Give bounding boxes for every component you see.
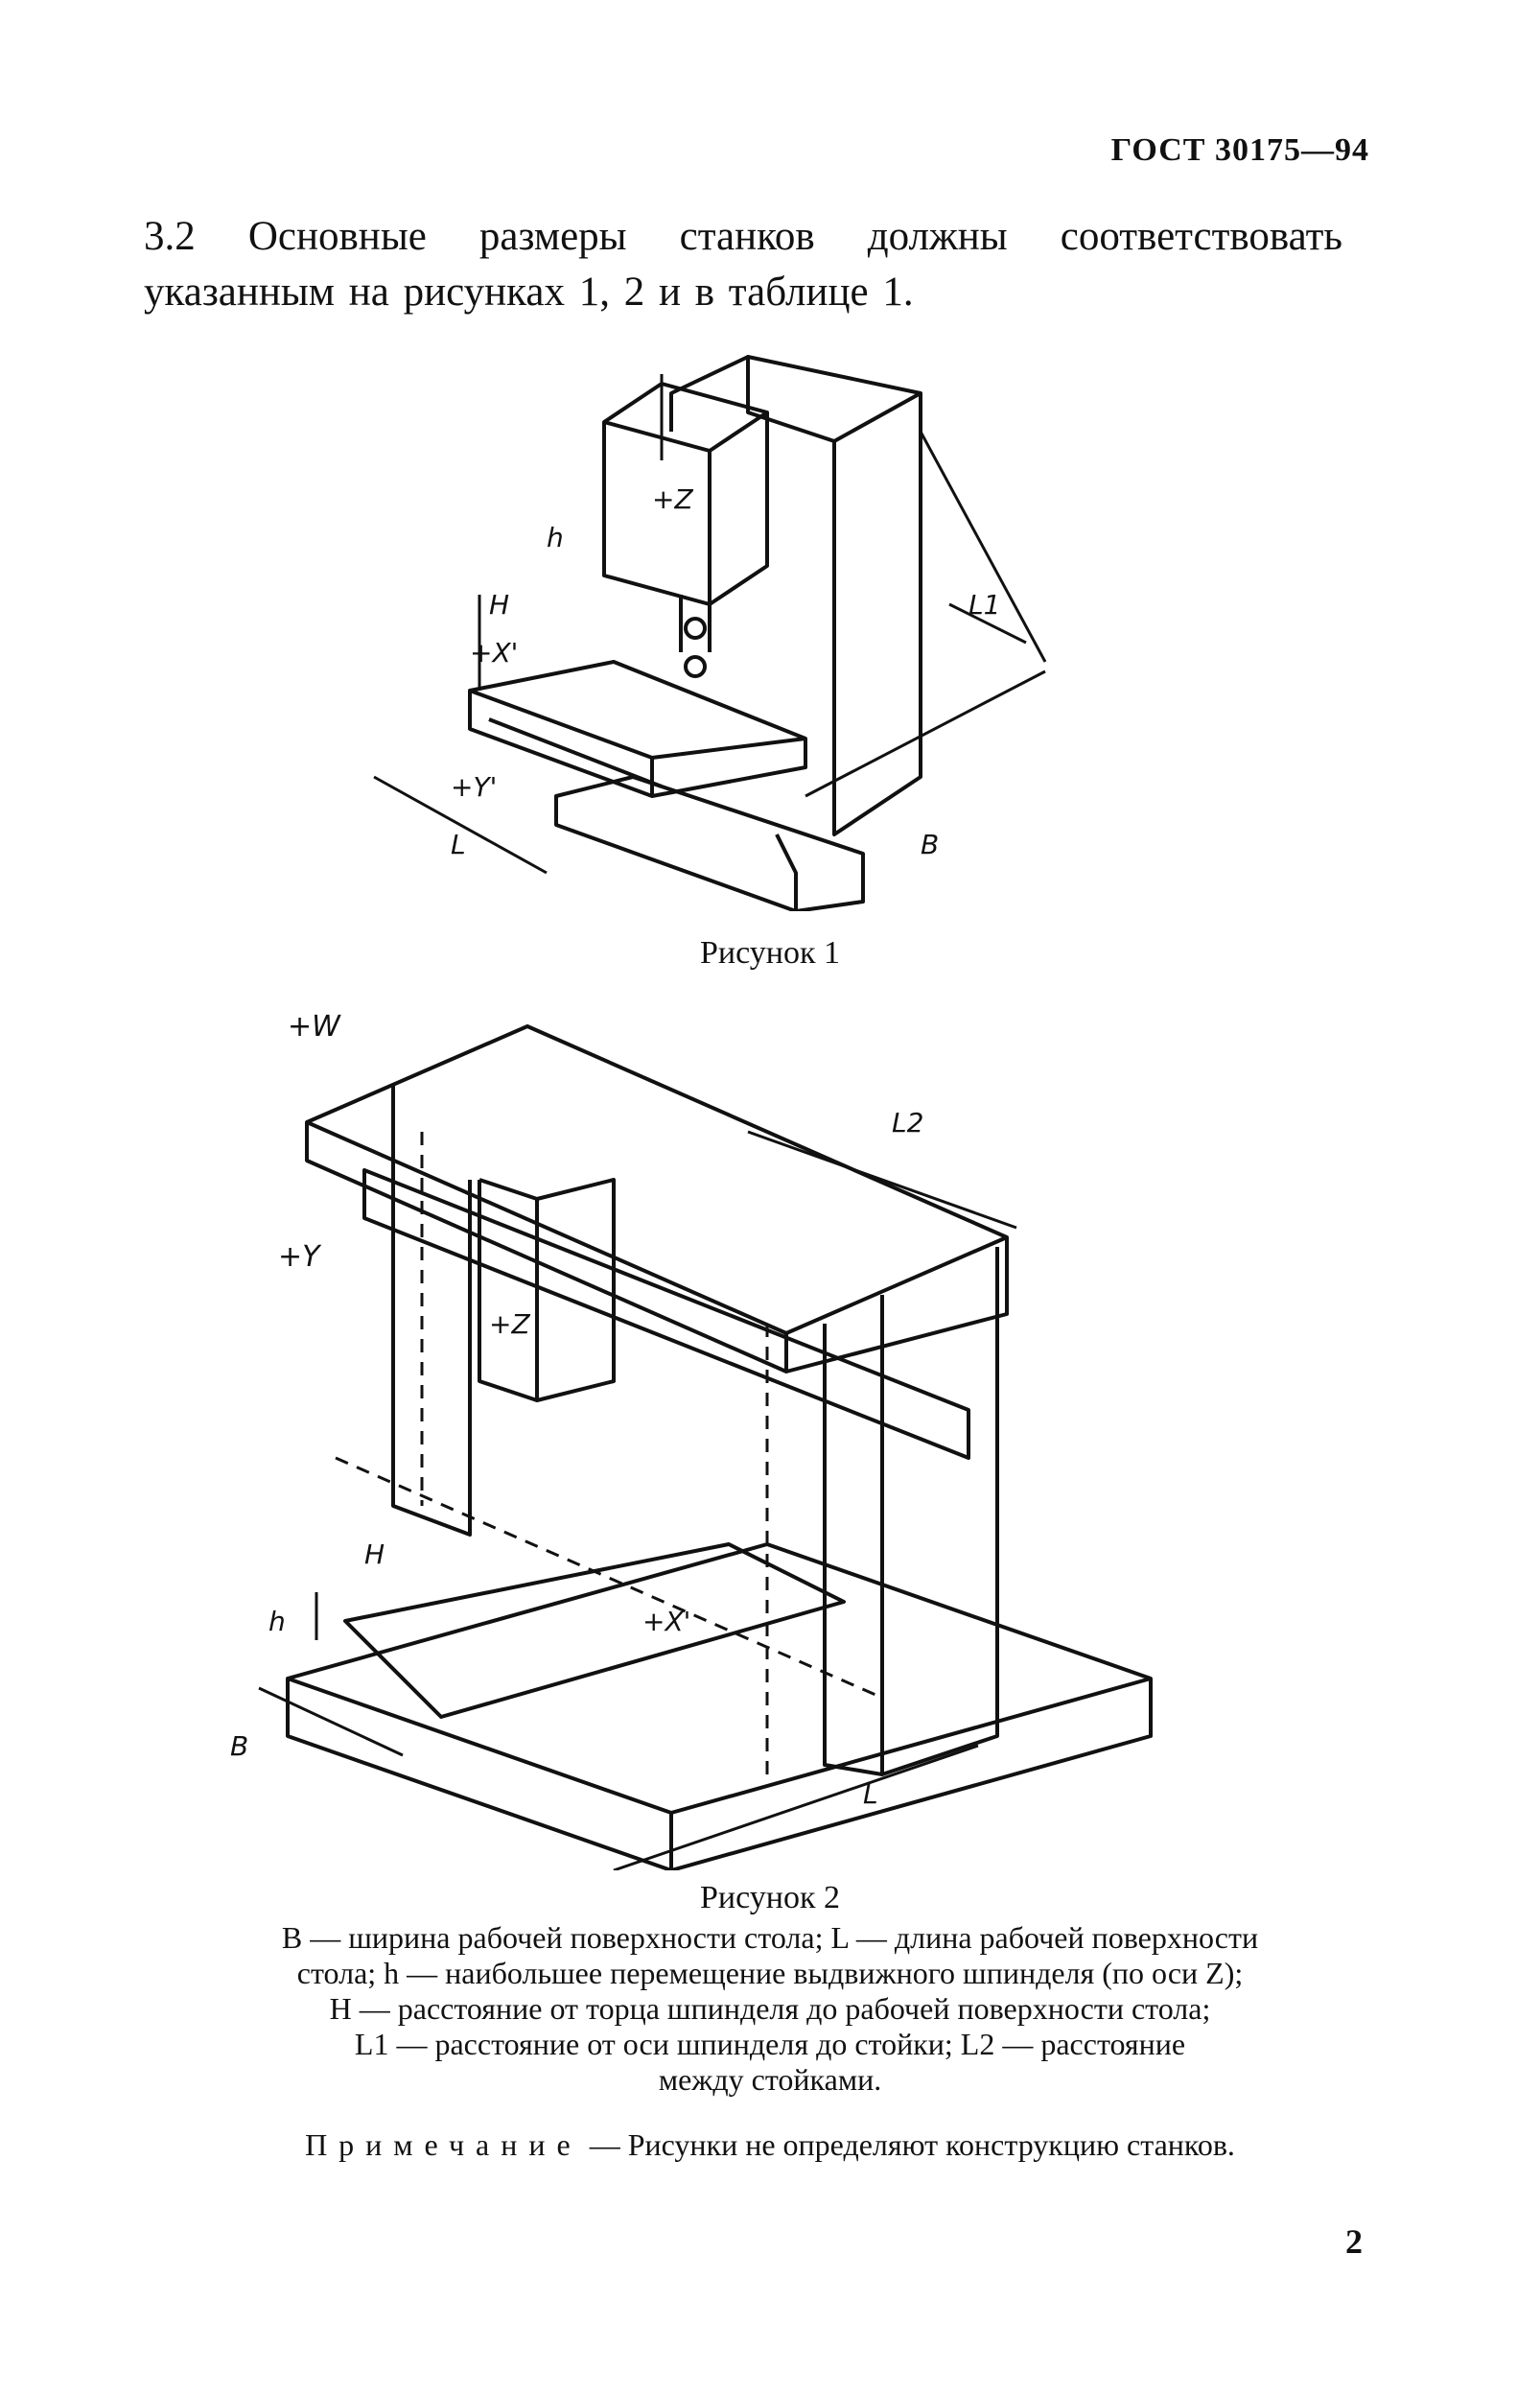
note: Примечание — Рисунки не определяют конст… (115, 2127, 1425, 2163)
figure-legend: B — ширина рабочей поверхности стола; L … (96, 1920, 1444, 2098)
fig1-label-h: h (547, 522, 564, 553)
document-code: ГОСТ 30175—94 (1110, 132, 1369, 168)
fig2-label-h: h (268, 1606, 286, 1637)
fig2-label-B: B (230, 1730, 248, 1762)
fig2-label-L2: L2 (892, 1107, 923, 1139)
legend-line: L1 — расстояние от оси шпинделя до стойк… (354, 2027, 1186, 2061)
fig1-label-y: +Y' (451, 771, 497, 803)
fig1-label-L1: L1 (968, 589, 1000, 621)
legend-line: между стойками. (658, 2062, 882, 2097)
fig2-label-H: H (364, 1538, 385, 1570)
legend-line: B — ширина рабочей поверхности стола; L … (281, 1920, 1259, 1955)
figure-1-drawing: +W +Z h H +X' +Y' L B L1 (373, 336, 1047, 911)
fig1-label-B: B (921, 829, 939, 860)
fig1-label-L: L (451, 829, 466, 860)
note-label: Примечание (305, 2127, 582, 2162)
page-number: 2 (1345, 2222, 1363, 2261)
fig1-label-H: H (489, 589, 509, 621)
fig1-label-z: +Z (652, 483, 693, 515)
legend-line: стола; h — наибольшее перемещение выдвиж… (296, 1956, 1244, 1990)
fig2-label-x: +X' (642, 1606, 690, 1637)
fig1-label-x: +X' (470, 637, 518, 669)
fig2-label-y: +Y (278, 1240, 322, 1274)
figure-2-caption: Рисунок 2 (700, 1880, 840, 1915)
figure-1-caption: Рисунок 1 (700, 935, 840, 971)
figure-2-drawing: h +W +Y +Z H +X' L2 L B (230, 1010, 1153, 1870)
legend-line: H — расстояние от торца шпинделя до рабо… (329, 1991, 1211, 2026)
intro-paragraph: 3.2 Основные размеры станков должны соот… (144, 214, 1342, 315)
fig2-label-w: +W (288, 1010, 341, 1044)
fig2-label-z: +Z (489, 1308, 530, 1340)
fig2-label-L: L (863, 1778, 878, 1810)
note-text: — Рисунки не определяют конструкцию стан… (589, 2127, 1235, 2162)
fig1-label-w: +W (412, 336, 466, 343)
